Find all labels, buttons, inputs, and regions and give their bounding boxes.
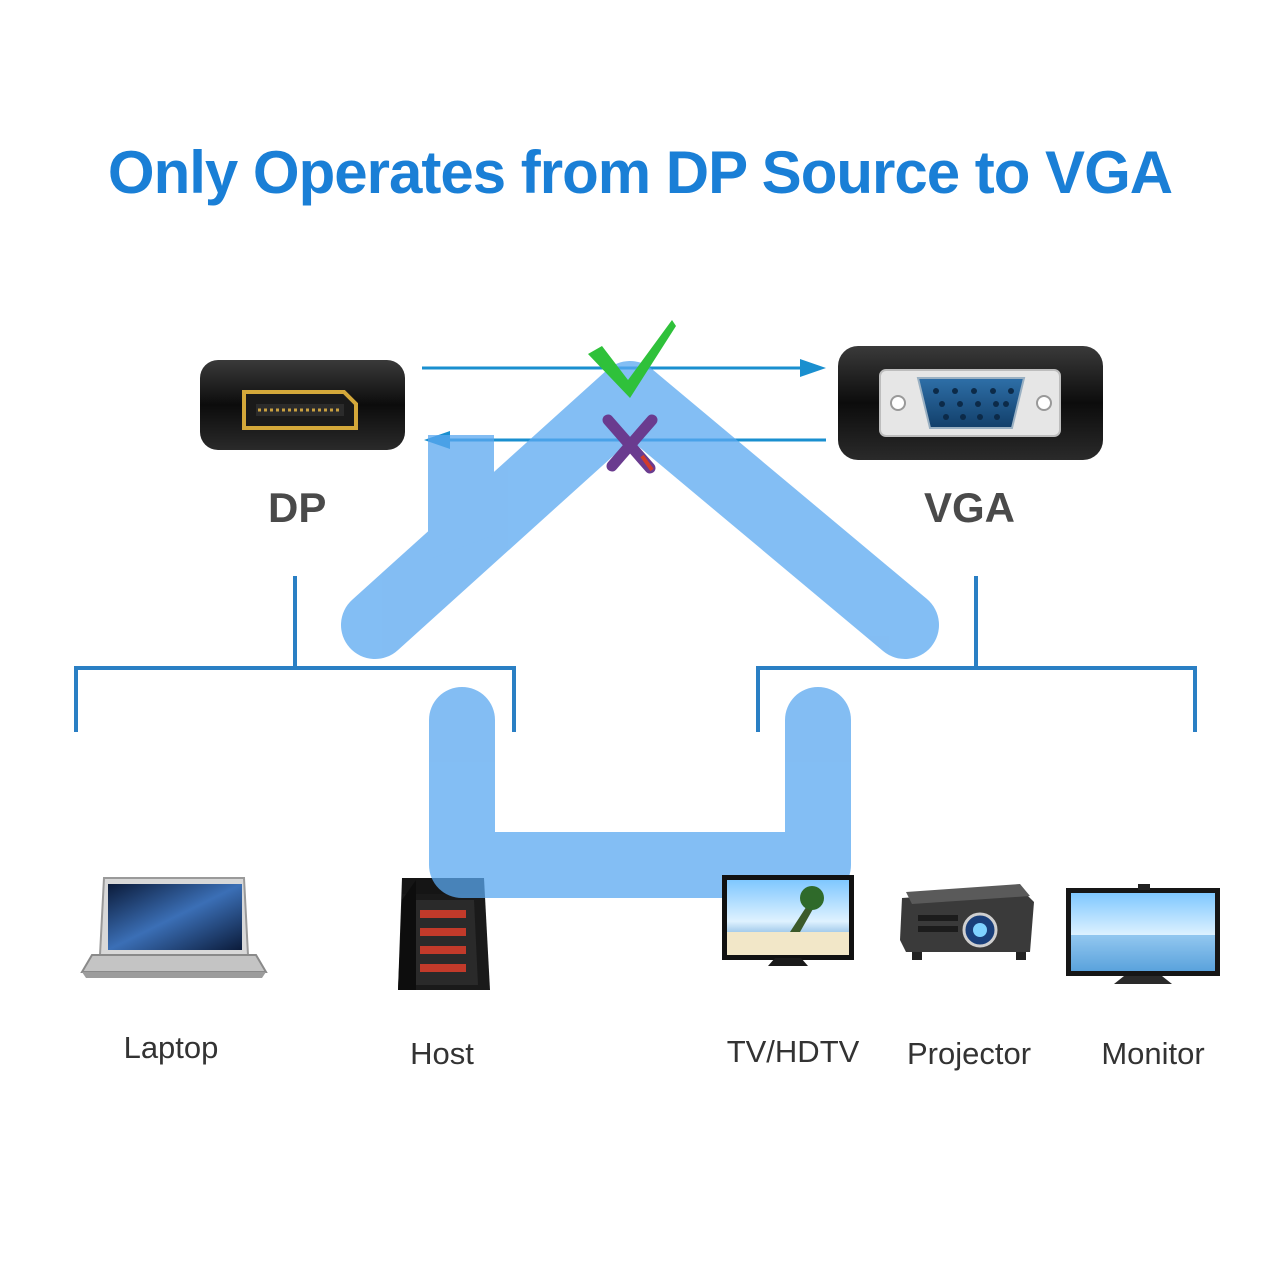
house-watermark-icon [341, 361, 939, 898]
display-bracket [756, 576, 1197, 732]
dp-label: DP [268, 484, 327, 531]
vga-label: VGA [924, 484, 1016, 531]
projector-icon [900, 884, 1034, 960]
dp-connector-icon [200, 360, 405, 450]
device-label-laptop: Laptop [123, 1030, 219, 1065]
device-label-projector: Projector [906, 1036, 1032, 1071]
diagram-title: Only Operates from DP Source to VGA [107, 139, 1173, 206]
monitor-icon [1066, 884, 1220, 984]
cross-mark-icon [602, 414, 658, 474]
tv-icon [722, 875, 854, 966]
desktop-tower-icon [398, 878, 490, 990]
check-mark-icon [588, 320, 676, 398]
device-label-tv: TV/HDTV [726, 1034, 860, 1069]
laptop-icon [80, 877, 268, 978]
device-label-host: Host [410, 1036, 474, 1071]
source-bracket [74, 576, 516, 732]
device-label-monitor: Monitor [1101, 1036, 1205, 1071]
vga-connector-icon [838, 346, 1103, 460]
